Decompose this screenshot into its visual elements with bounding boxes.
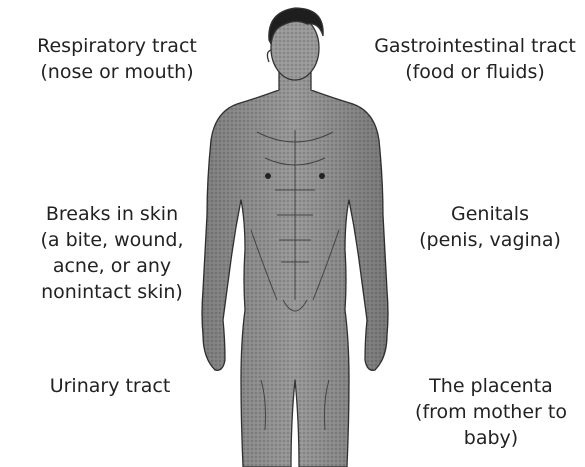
respiratory-title: Respiratory tract xyxy=(22,33,212,59)
skin-detail-1: (a bite, wound, xyxy=(22,227,202,253)
skin-detail-2: acne, or any xyxy=(22,253,202,279)
placenta-detail-2: baby) xyxy=(398,425,584,451)
genitals-detail: (penis, vagina) xyxy=(400,227,580,253)
label-genitals: Genitals (penis, vagina) xyxy=(400,201,580,253)
skin-title: Breaks in skin xyxy=(22,201,202,227)
label-gastrointestinal-tract: Gastrointestinal tract (food or fluids) xyxy=(368,33,582,85)
respiratory-detail: (nose or mouth) xyxy=(22,59,212,85)
genitals-title: Genitals xyxy=(400,201,580,227)
gastrointestinal-title: Gastrointestinal tract xyxy=(368,33,582,59)
urinary-title: Urinary tract xyxy=(30,373,190,399)
label-breaks-in-skin: Breaks in skin (a bite, wound, acne, or … xyxy=(22,201,202,305)
placenta-detail-1: (from mother to xyxy=(398,399,584,425)
placenta-title: The placenta xyxy=(398,373,584,399)
label-urinary-tract: Urinary tract xyxy=(30,373,190,399)
human-body-illustration xyxy=(195,0,395,467)
label-respiratory-tract: Respiratory tract (nose or mouth) xyxy=(22,33,212,85)
skin-detail-3: nonintact skin) xyxy=(22,279,202,305)
head xyxy=(267,8,323,80)
label-placenta: The placenta (from mother to baby) xyxy=(398,373,584,451)
gastrointestinal-detail: (food or fluids) xyxy=(368,59,582,85)
